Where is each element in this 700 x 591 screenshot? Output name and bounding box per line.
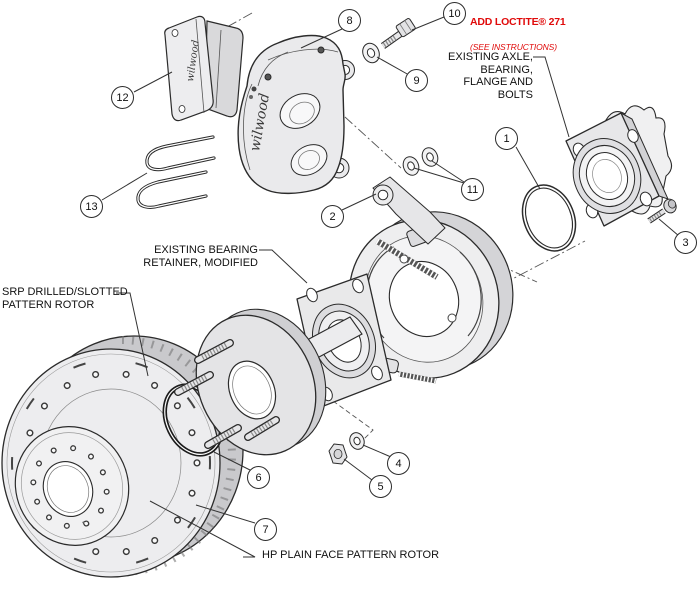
callout-3: 3 [674,231,697,254]
loctite-note-line1: ADD LOCTITE® 271 [470,15,566,28]
loctite-note: ADD LOCTITE® 271 (SEE INSTRUCTIONS) [470,3,566,66]
hub-center-bore [227,360,277,420]
bleed-screw [317,46,325,54]
adjuster-spring [398,371,437,384]
wheel-studs [174,339,280,449]
brake-pads: wilwood [164,15,244,122]
caliper-window-lower [290,144,328,176]
parking-brake-assembly [348,176,514,384]
axle-hub [174,308,363,456]
bleed-screw [264,73,272,81]
axle-o-ring [521,184,577,252]
shoe-hold-down-pin [447,313,457,323]
rotor-hat [14,426,130,546]
stud-nut [328,443,348,465]
brake-pad-outer [204,20,244,118]
rotor-slots [11,359,211,567]
flange-bolt [647,198,677,224]
hp-rotor-label: HP PLAIN FACE PATTERN ROTOR [262,549,440,561]
mount-washers [402,147,439,176]
caliper: wilwood [237,34,355,195]
callout-2: 2 [321,205,344,228]
rotor-hat-bolt-holes [30,444,110,530]
stud-washer [349,432,365,450]
bearing-retainer-label: EXISTING BEARING RETAINER, MODIFIED [143,244,258,269]
pad-clips [136,135,216,209]
bearing-bore [585,152,629,200]
caliper-mount-bracket [372,176,446,245]
callout-11: 11 [461,178,484,201]
brake-pad-inner [164,15,214,122]
leader-lines [101,16,680,558]
callout-9: 9 [405,69,428,92]
callout-5: 5 [369,475,392,498]
rotor-center-bore [42,461,94,517]
axle-bearing-flange [565,105,673,227]
callout-1: 1 [495,127,518,150]
caliper-bolt-washer [362,42,380,64]
callout-7: 7 [254,518,277,541]
shoe-hold-down-pin [399,254,409,264]
caliper-stud [249,95,253,99]
brake-shoe-right [459,251,482,337]
existing-axle-label: EXISTING AXLE, BEARING, FLANGE AND BOLTS [448,51,533,101]
caliper-stud [251,86,257,92]
callout-13: 13 [80,195,103,218]
callout-6: 6 [247,466,270,489]
callout-4: 4 [387,452,410,475]
callout-12: 12 [111,86,134,109]
caliper-bolt [380,18,416,49]
srp-rotor-label: SRP DRILLED/SLOTTED PATTERN ROTOR [2,286,128,311]
loctite-note-line2: (SEE INSTRUCTIONS) [470,41,557,52]
callout-10: 10 [443,2,466,25]
callout-8: 8 [338,9,361,32]
